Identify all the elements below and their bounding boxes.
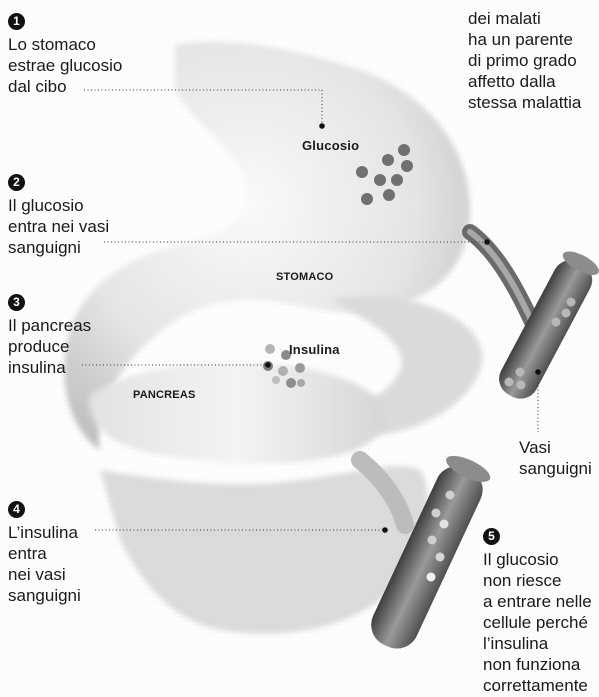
step-3-text: Il pancreas produce insulina [8,315,91,378]
step-4: 4 L’insulina entra nei vasi sanguigni [8,497,81,606]
vasi-sanguigni-label: Vasi sanguigni [519,437,592,479]
step-4-text: L’insulina entra nei vasi sanguigni [8,522,81,606]
step-2-number-badge: 2 [8,174,25,191]
step-1-text: Lo stomaco estrae glucosio dal cibo [8,34,122,97]
step-3-number-badge: 3 [8,294,25,311]
glucosio-label: Glucosio [302,138,359,153]
intro-fragment-text: dei malati ha un parente di primo grado … [468,8,581,113]
step-1: 1 Lo stomaco estrae glucosio dal cibo [8,9,122,97]
stomaco-label: STOMACO [276,271,333,283]
step-2: 2 Il glucosio entra nei vasi sanguigni [8,170,109,258]
step-1-number-badge: 1 [8,13,25,30]
step-5-text: Il glucosio non riesce a entrare nelle c… [483,549,592,696]
step-2-text: Il glucosio entra nei vasi sanguigni [8,195,109,258]
step-5-number-badge: 5 [483,528,500,545]
step-5: 5 Il glucosio non riesce a entrare nelle… [483,524,592,696]
step-3: 3 Il pancreas produce insulina [8,290,91,378]
insulina-label: Insulina [289,342,340,357]
step-4-number-badge: 4 [8,501,25,518]
pancreas-label: PANCREAS [133,389,196,401]
